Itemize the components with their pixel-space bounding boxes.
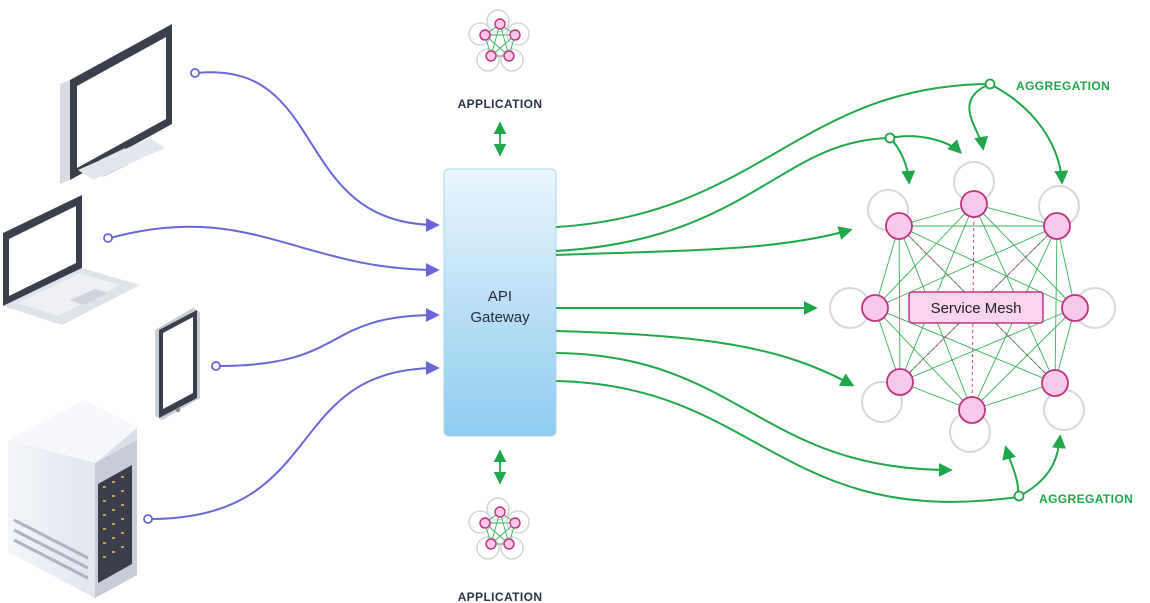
gateway-label-line2: Gateway bbox=[470, 309, 530, 326]
server-tower-icon bbox=[8, 400, 137, 598]
tablet-icon bbox=[155, 308, 200, 420]
service-mesh-label-box bbox=[908, 291, 1044, 324]
application-top bbox=[468, 9, 530, 72]
client-connection-points bbox=[103, 68, 221, 524]
laptop-icon bbox=[3, 195, 140, 325]
service-mesh: Service Mesh bbox=[829, 161, 1116, 453]
service-mesh-label: Service Mesh bbox=[931, 300, 1022, 317]
aggregation-bottom-label: AGGREGATION bbox=[1039, 492, 1133, 506]
aggregation-points bbox=[884, 78, 1025, 502]
client-connections bbox=[109, 71, 440, 520]
application-bottom bbox=[468, 497, 530, 560]
aggregation-top-label: AGGREGATION bbox=[1016, 79, 1110, 93]
application-top-label: APPLICATION bbox=[458, 97, 543, 111]
desktop-monitor-icon bbox=[60, 24, 172, 184]
gateway-label-line1: API bbox=[488, 288, 512, 305]
api-gateway-box: API Gateway bbox=[443, 168, 557, 437]
mesh-nodes bbox=[861, 190, 1089, 424]
service-connections bbox=[555, 83, 1069, 503]
application-bottom-label: APPLICATION bbox=[458, 590, 543, 603]
